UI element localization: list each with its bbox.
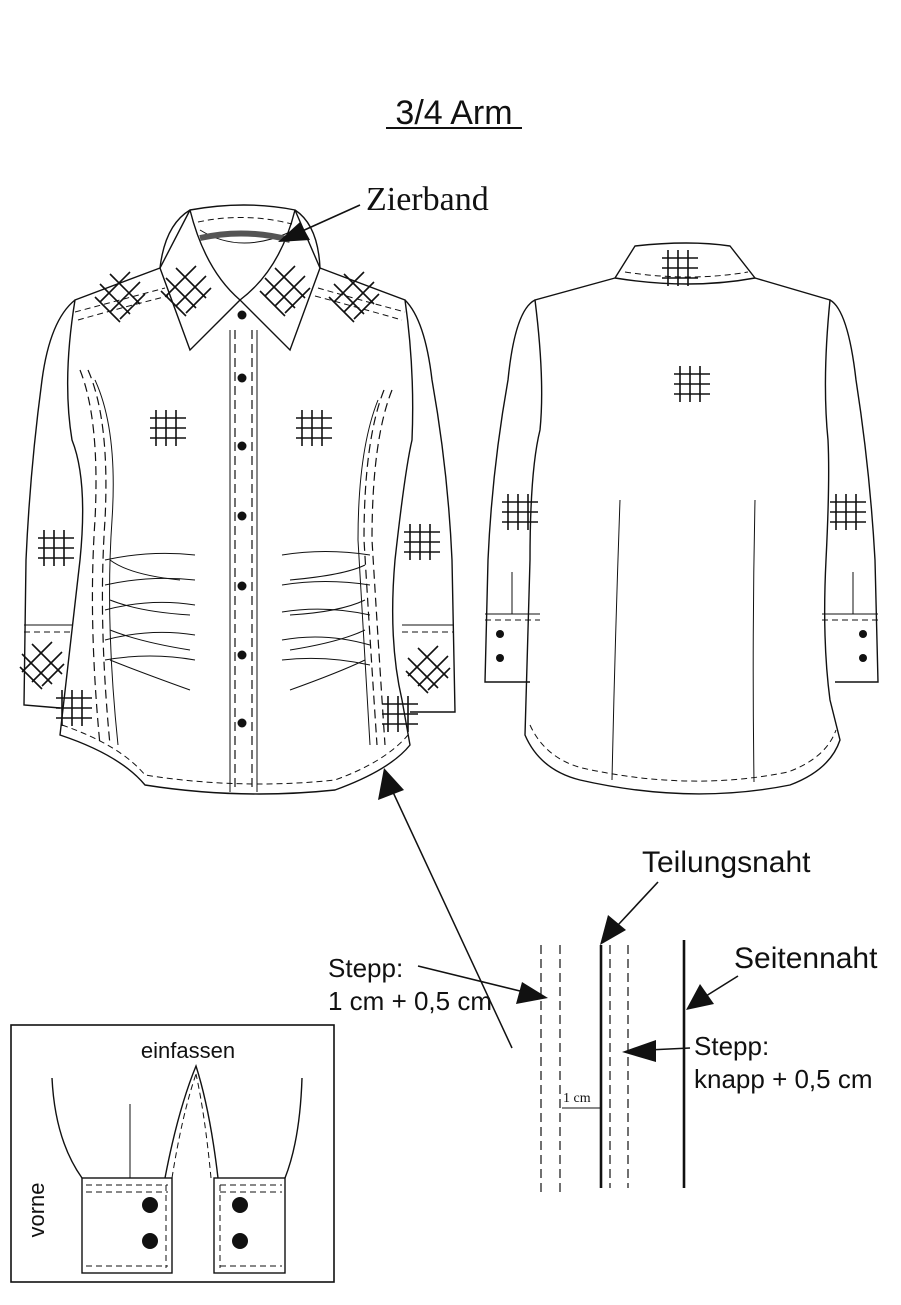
back-left-cuff-button-2 <box>496 654 504 662</box>
cuff-right-cuff <box>213 1177 286 1274</box>
back-left-seam <box>611 499 621 781</box>
back-left-sleeve <box>484 299 536 683</box>
cuff-right-button-1 <box>232 1197 248 1213</box>
front-shirt <box>19 204 456 795</box>
einfassen-label: einfassen <box>141 1038 235 1063</box>
seitennaht-arrow-line <box>705 975 739 997</box>
front-xpatch-cuff-right <box>405 645 451 694</box>
vorne-label: vorne <box>24 1182 49 1237</box>
back-collar-stitch <box>624 271 749 278</box>
front-xpatch-shoulder-left <box>94 271 146 323</box>
seitennaht-label: Seitennaht <box>734 942 878 975</box>
stepp-outer-label-line2: 1 cm + 0,5 cm <box>328 986 492 1016</box>
front-yoke-left-stitch2 <box>77 295 169 321</box>
front-button-5 <box>237 581 247 591</box>
front-button-3 <box>237 441 247 451</box>
front-right-gathers <box>281 551 371 691</box>
front-collar-stand <box>159 204 321 269</box>
front-grid-patch-hem-left <box>56 690 92 726</box>
back-right-cuff-button-2 <box>859 654 867 662</box>
teilungsnaht-label: Teilungsnaht <box>642 846 811 879</box>
back-shirt <box>484 242 879 795</box>
cuff-binding-stitch-right <box>195 1073 212 1179</box>
zierband-arrow-line <box>299 204 361 233</box>
detail-pointer-line <box>391 789 513 1049</box>
front-yoke-right-stitch <box>317 287 406 313</box>
front-button-1 <box>237 310 247 320</box>
front-right-panel-stitch-2 <box>363 389 385 746</box>
back-grid-patch-sleeve-left <box>502 494 538 530</box>
front-right-sleeve <box>404 299 456 713</box>
back-grid-patch-collar <box>662 250 698 286</box>
cuff-right-button-2 <box>232 1233 248 1249</box>
front-collar-right <box>238 209 321 352</box>
front-yoke-right-stitch2 <box>314 295 403 321</box>
back-left-cuff-button-1 <box>496 630 504 638</box>
front-collar-left <box>159 209 242 352</box>
front-button-6 <box>237 650 247 660</box>
zierband-arrowhead <box>278 222 310 242</box>
front-grid-patch-chest-right <box>296 410 332 446</box>
front-left-panel-seam <box>94 379 119 746</box>
seitennaht-arrowhead <box>686 984 714 1010</box>
back-grid-patch-center <box>674 366 710 402</box>
front-left-sleeve <box>23 299 76 709</box>
seam-detail: 1 cm <box>540 940 686 1192</box>
cuff-left-button-1 <box>142 1197 158 1213</box>
back-right-seam <box>752 499 756 783</box>
teilungsnaht-arrow-line <box>617 881 659 926</box>
cuff-left-button-2 <box>142 1233 158 1249</box>
teilungsnaht-arrowhead <box>600 915 626 945</box>
cuff-detail-frame <box>10 1024 335 1283</box>
front-grid-patch-sleeve-left <box>38 530 74 566</box>
front-left-panel-stitch-2 <box>87 369 111 746</box>
front-grid-patch-chest-left <box>150 410 186 446</box>
stepp-inner-arrowhead <box>622 1040 656 1062</box>
stepp-inner-label-line1: Stepp: <box>694 1031 769 1061</box>
cuff-detail-box: einfassen vorne <box>10 1024 335 1283</box>
front-xpatch-cuff-left <box>19 641 65 690</box>
front-hem-stitch <box>61 724 409 785</box>
stepp-outer-label-line1: Stepp: <box>328 953 403 983</box>
cuff-left-cuff <box>81 1177 173 1274</box>
front-xpatch-collar-right <box>259 265 311 317</box>
back-body-outline <box>524 277 841 795</box>
front-xpatch-shoulder-right <box>328 271 380 323</box>
front-grid-patch-hem-right <box>382 696 418 732</box>
back-grid-patch-sleeve-right <box>830 494 866 530</box>
front-right-panel-stitch-1 <box>371 389 393 746</box>
back-right-sleeve <box>829 299 879 683</box>
zierband-band <box>199 230 291 243</box>
collar-stitch <box>197 217 293 225</box>
front-right-panel-seam <box>357 399 379 746</box>
back-right-cuff-button-1 <box>859 630 867 638</box>
detail-pointer-arrowhead <box>378 768 404 800</box>
front-body-outline <box>59 267 414 795</box>
cuff-left-sleeve-outline <box>51 1077 83 1179</box>
zierband-label: Zierband <box>366 181 489 218</box>
cuff-binding-stitch-left <box>171 1073 197 1179</box>
front-left-gathers <box>104 552 196 691</box>
page-title: 3/4 Arm <box>395 94 512 132</box>
front-button-7 <box>237 718 247 728</box>
stepp-outer-arrowhead <box>516 982 548 1004</box>
front-xpatch-collar-left <box>160 265 212 317</box>
back-hem-stitch <box>529 724 837 782</box>
front-yoke-left-stitch <box>74 287 166 313</box>
stepp-inner-label-line2: knapp + 0,5 cm <box>694 1064 873 1094</box>
cuff-right-sleeve-outline <box>284 1077 303 1179</box>
one-cm-label: 1 cm <box>563 1091 591 1106</box>
front-grid-patch-sleeve-right <box>404 524 440 560</box>
cuff-binding-outline <box>164 1063 219 1179</box>
front-left-panel-stitch-1 <box>79 369 101 746</box>
front-button-2 <box>237 373 247 383</box>
stepp-outer-arrow-line <box>417 965 525 993</box>
front-button-4 <box>237 511 247 521</box>
